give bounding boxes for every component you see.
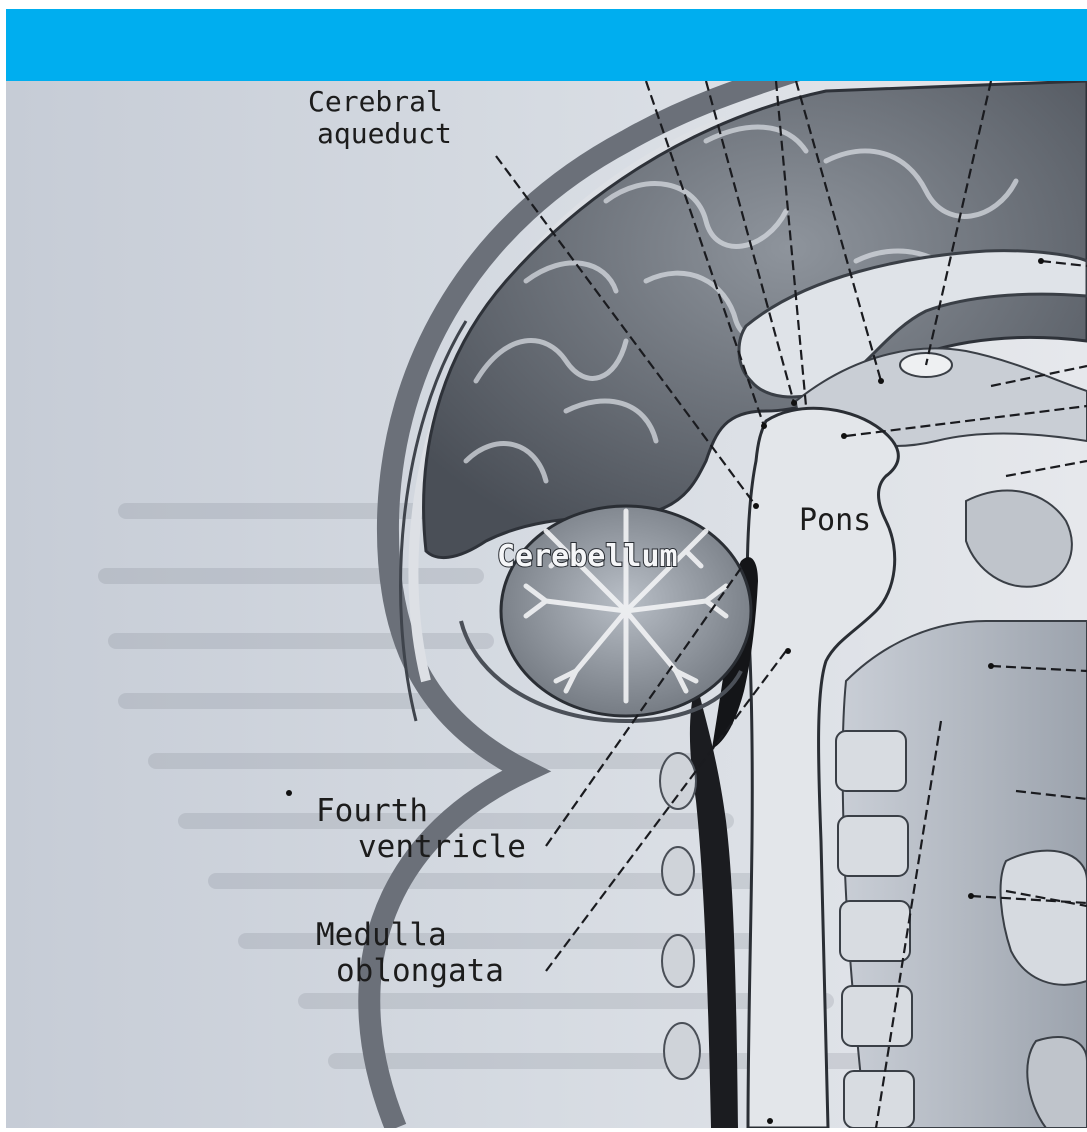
label-medulla-line1: Medulla <box>316 917 447 953</box>
label-cerebellum: Cerebellum <box>497 539 678 574</box>
label-cerebral-aqueduct-line2: aqueduct <box>317 117 452 150</box>
label-fourth-ventricle-line2: ventricle <box>358 829 526 865</box>
brain-sagittal-illustration: Cerebral aqueduct Pons Cerebellum Fourth… <box>6 81 1087 1128</box>
header-banner <box>6 9 1087 81</box>
label-pons: Pons <box>799 503 871 538</box>
label-fourth-ventricle-line1: Fourth <box>316 793 428 829</box>
label-cerebral-aqueduct-line1: Cerebral <box>308 85 443 118</box>
label-medulla-line2: oblongata <box>336 953 504 989</box>
